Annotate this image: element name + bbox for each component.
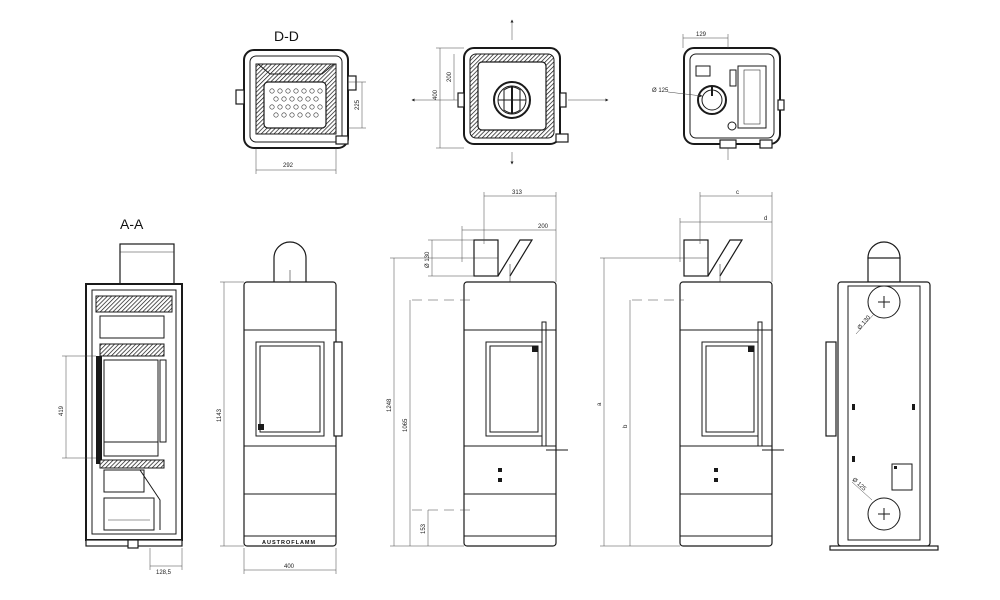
dim-front-height: 1143 xyxy=(217,408,223,422)
dim-dd-width: 292 xyxy=(283,163,294,169)
dim-side-313: 313 xyxy=(512,190,523,196)
dim-b: b xyxy=(623,424,629,428)
dim-front-width: 400 xyxy=(284,564,295,570)
rear-top-view xyxy=(667,34,785,160)
dim-d: d xyxy=(764,216,767,222)
side-view xyxy=(390,192,568,547)
dim-top-400: 400 xyxy=(433,89,439,100)
dim-rear-dia125: Ø 125 xyxy=(652,88,669,94)
back-view xyxy=(825,241,939,551)
side-view-letters xyxy=(600,192,784,547)
dim-rear-129: 129 xyxy=(696,32,707,38)
dim-aa-offset: 128,5 xyxy=(156,570,172,576)
dim-c: c xyxy=(736,190,739,196)
dd-section-view xyxy=(235,49,366,174)
top-view xyxy=(411,19,609,165)
dim-side-1065: 1065 xyxy=(403,418,409,432)
dim-side-200: 200 xyxy=(538,224,549,230)
dim-a: a xyxy=(597,402,603,406)
section-label-aa: A-A xyxy=(120,216,144,232)
dim-aa-height: 419 xyxy=(59,405,65,416)
dim-top-200: 200 xyxy=(447,71,453,82)
brand-label: AUSTROFLAMM xyxy=(262,540,316,546)
dim-side-153: 153 xyxy=(421,523,427,534)
dim-side-dia130: Ø 130 xyxy=(425,251,431,268)
dim-dd-depth: 225 xyxy=(355,99,361,110)
front-view xyxy=(220,241,343,574)
section-label-dd: D-D xyxy=(274,28,299,44)
aa-section-view xyxy=(62,243,183,570)
dim-side-1248: 1248 xyxy=(387,398,393,412)
